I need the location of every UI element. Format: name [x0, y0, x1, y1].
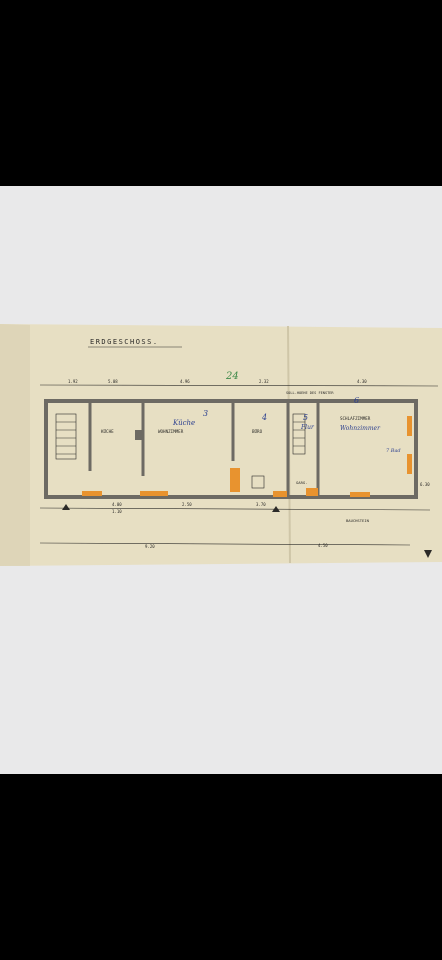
room-bauchstein: BAUCHSTEIN [346, 518, 370, 523]
handwritten-3: 3 [203, 409, 208, 418]
room-garage: GARG. [296, 480, 307, 485]
window-marker [407, 416, 412, 436]
dim-4: 2.32 [259, 379, 269, 384]
entry-arrow-icon [62, 504, 70, 510]
dim-2: 4.96 [180, 379, 190, 384]
paper-sheet [0, 324, 442, 566]
room-wohnzimmer: WOHNZIMMER [158, 429, 184, 434]
stairs-left [55, 413, 77, 460]
dim-10: 4.50 [318, 543, 328, 548]
handwritten-24: 24 [225, 371, 239, 382]
handwritten-4: 4 [261, 413, 267, 422]
top-annotation: SOLL-HOEHE DES FENSTER [286, 391, 334, 395]
bottom-dimension-line [39, 507, 431, 511]
handwritten-kuche: Küche [172, 419, 195, 427]
dim-9: 3.70 [256, 502, 266, 507]
window-marker [82, 491, 102, 496]
outer-wall [44, 399, 418, 499]
stairs-flur [292, 413, 306, 455]
room-buro: BÜRO [252, 429, 263, 434]
handwritten-5: 5 [303, 413, 308, 422]
dim-1: 1.92 [68, 379, 78, 384]
handwritten-flur: Flur [300, 424, 315, 431]
handwritten-6: 6 [354, 396, 359, 405]
bottom-dimension-line-2 [39, 542, 411, 546]
window-marker [306, 488, 318, 496]
dim-8: 2.50 [182, 502, 192, 507]
dim-11: 9.20 [145, 544, 155, 549]
handwritten-wohnzimmer: Wohnzimmer [340, 425, 381, 432]
floor-plan-drawing: ERDGESCHOSS. 1.92 4.96 5.08 2.32 4.30 SO… [0, 324, 442, 566]
plan-title: ERDGESCHOSS. [90, 338, 159, 346]
entry-arrow-icon [424, 550, 432, 558]
fixture-box [251, 475, 265, 489]
window-marker [407, 454, 412, 474]
dim-12: 6.30 [420, 482, 430, 487]
window-marker [350, 492, 370, 497]
handwritten-side: 7 Bad [386, 448, 401, 454]
window-marker [140, 491, 168, 496]
paper-shadow-left [0, 324, 30, 566]
floor-plan-photo: ERDGESCHOSS. 1.92 4.96 5.08 2.32 4.30 SO… [0, 186, 442, 774]
entry-arrow-icon [272, 506, 280, 512]
top-dimension-line [39, 384, 439, 387]
room-schlafzimmer: SCHLAFZIMMER [340, 416, 371, 421]
chimney [135, 430, 143, 440]
dim-3: 5.08 [108, 379, 118, 384]
window-marker [230, 468, 240, 492]
dim-5: 4.30 [357, 379, 367, 384]
dim-6: 4.00 [112, 502, 122, 507]
room-kuche: KÜCHE [101, 429, 114, 434]
dim-7: 1.10 [112, 509, 122, 514]
window-marker [273, 491, 287, 497]
